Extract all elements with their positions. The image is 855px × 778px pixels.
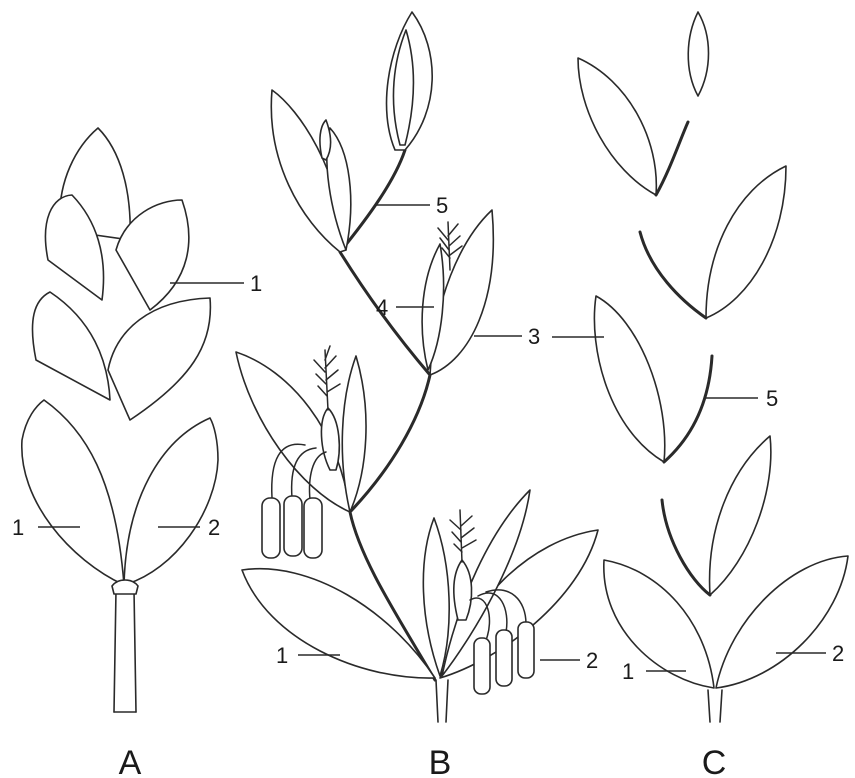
panel-label-c: C <box>702 744 727 778</box>
panel-c-label-5: 5 <box>766 386 778 411</box>
panel-b-stalk <box>436 680 448 722</box>
panel-b-anther-bottom-3 <box>518 622 534 678</box>
panel-a-glume-lower-right <box>124 418 218 585</box>
panel-b-anther-bottom-1 <box>474 638 490 694</box>
panel-b-anther-bottom-2 <box>496 630 512 686</box>
panel-c-label-2: 2 <box>832 641 844 666</box>
panel-label-b: B <box>429 744 452 778</box>
panel-c-dissection: 5 1 2 <box>552 12 848 722</box>
panel-c-rachilla-2 <box>640 232 706 318</box>
panel-a-glume-mid-right <box>108 298 210 420</box>
panel-b-spikelet: 5 4 3 1 2 <box>236 12 598 722</box>
panel-a-stalk <box>114 590 136 712</box>
panel-c-lemma-4 <box>710 436 771 595</box>
panel-c-stalk <box>708 690 722 722</box>
panel-b-stigma-bottom <box>450 510 476 562</box>
panel-c-rachilla-4 <box>662 500 710 595</box>
panel-a-label-lower-1: 1 <box>12 515 24 540</box>
panel-b-label-2: 2 <box>586 648 598 673</box>
panel-c-lemma-1 <box>578 58 656 195</box>
panel-a-spikelet: 1 1 2 <box>12 128 262 712</box>
panel-b-anther-left-2 <box>284 496 302 556</box>
panel-c-rachilla-1 <box>656 122 688 195</box>
panel-c-lemma-3 <box>594 296 664 462</box>
panel-a-glume-lower-left <box>22 400 124 585</box>
panel-c-label-1: 1 <box>622 659 634 684</box>
panel-b-palea-bottom <box>423 518 449 676</box>
panel-b-ovary-bottom <box>454 560 472 620</box>
panel-label-a: A <box>119 744 142 778</box>
panel-a-label-upper-1: 1 <box>250 271 262 296</box>
panel-b-anther-left-3 <box>304 498 322 558</box>
panel-c-glume-2 <box>716 556 848 688</box>
panel-c-glume-1 <box>604 560 714 688</box>
panel-b-label-1: 1 <box>276 643 288 668</box>
panel-c-lemma-2 <box>706 166 786 318</box>
panel-c-rachilla-5 <box>664 356 712 462</box>
panel-c-top-bract <box>688 12 708 96</box>
panel-b-stigma-mid-left <box>314 346 340 410</box>
panel-b-label-3: 3 <box>528 324 540 349</box>
panel-b-label-4: 4 <box>376 295 388 320</box>
panel-b-glume-1 <box>242 569 435 678</box>
panel-a-glume-mid-left <box>32 292 110 400</box>
panel-b-label-5: 5 <box>436 193 448 218</box>
panel-b-anther-left-1 <box>262 498 280 558</box>
panel-a-label-2: 2 <box>208 515 220 540</box>
panel-b-upper-floret-bud <box>320 120 331 160</box>
panel-a-receptacle <box>112 580 138 594</box>
panel-b-palea-mid-left <box>342 356 366 512</box>
